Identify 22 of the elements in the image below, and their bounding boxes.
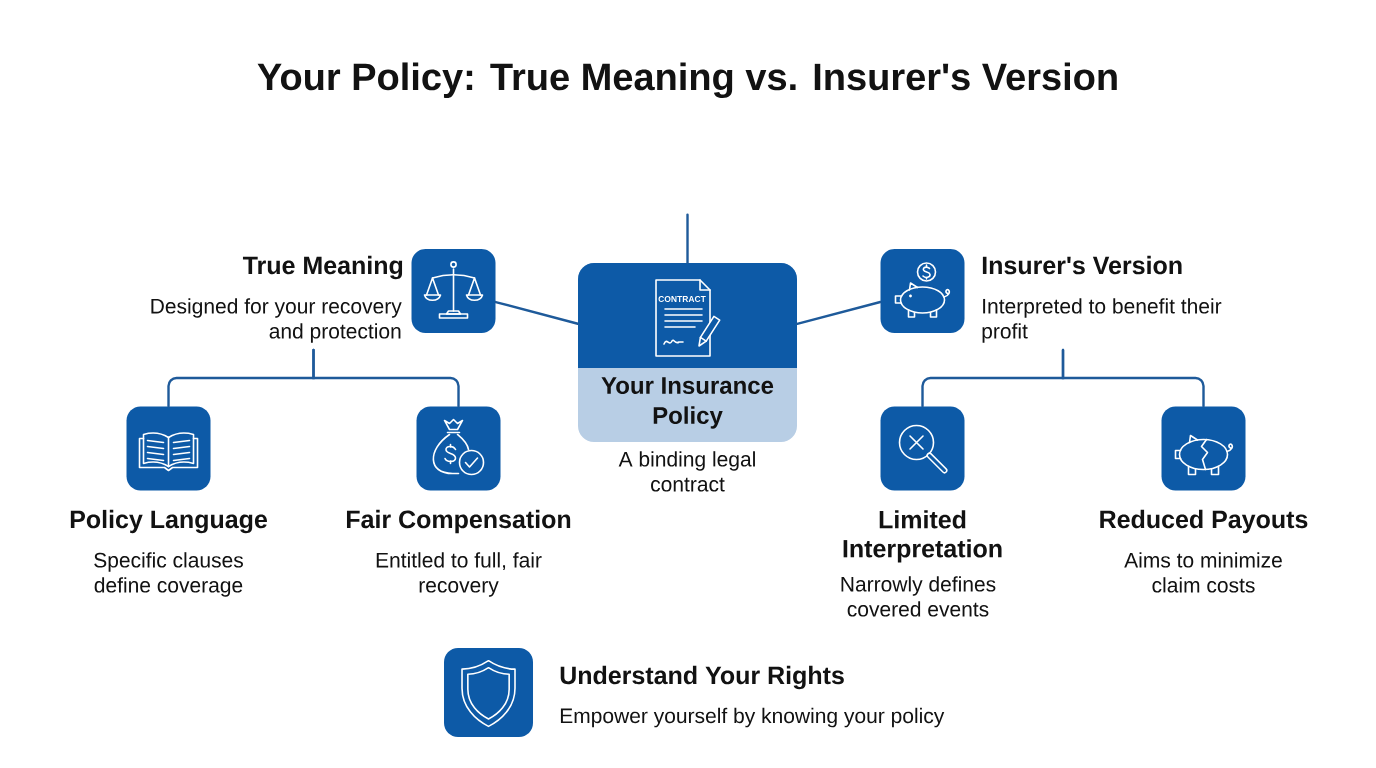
description: Designed for your recovery and protection xyxy=(151,298,402,343)
document-title: CONTRACT xyxy=(658,296,706,302)
node-heading: Insurer's Version xyxy=(982,255,1182,275)
connector-line xyxy=(494,300,579,325)
description: Entitled to full, fair recovery xyxy=(376,552,542,597)
node-heading: Understand Your Rights xyxy=(560,665,844,690)
node-heading: True Meaning xyxy=(242,255,403,280)
description: Empower yourself by knowing your policy xyxy=(560,707,945,728)
description: Interpreted to benefit their profit xyxy=(982,298,1222,343)
connector-line xyxy=(796,300,882,326)
title: Your Policy: True Meaning vs. Insurer's Version xyxy=(257,62,1117,99)
connector-line xyxy=(312,348,460,408)
connector-line xyxy=(686,213,689,264)
description: A binding legal contract xyxy=(618,451,755,492)
description: Aims to minimize claim costs xyxy=(1124,552,1282,593)
connector-line xyxy=(1061,348,1205,408)
node-heading: Limited Interpretation xyxy=(843,510,1002,563)
description: Specific clauses define coverage xyxy=(94,552,243,597)
node-heading: Fair Compensation xyxy=(347,509,571,534)
node-heading: Policy Language xyxy=(70,509,267,534)
description: Narrowly defines covered events xyxy=(841,576,996,617)
node-heading: Reduced Payouts xyxy=(1100,509,1308,534)
